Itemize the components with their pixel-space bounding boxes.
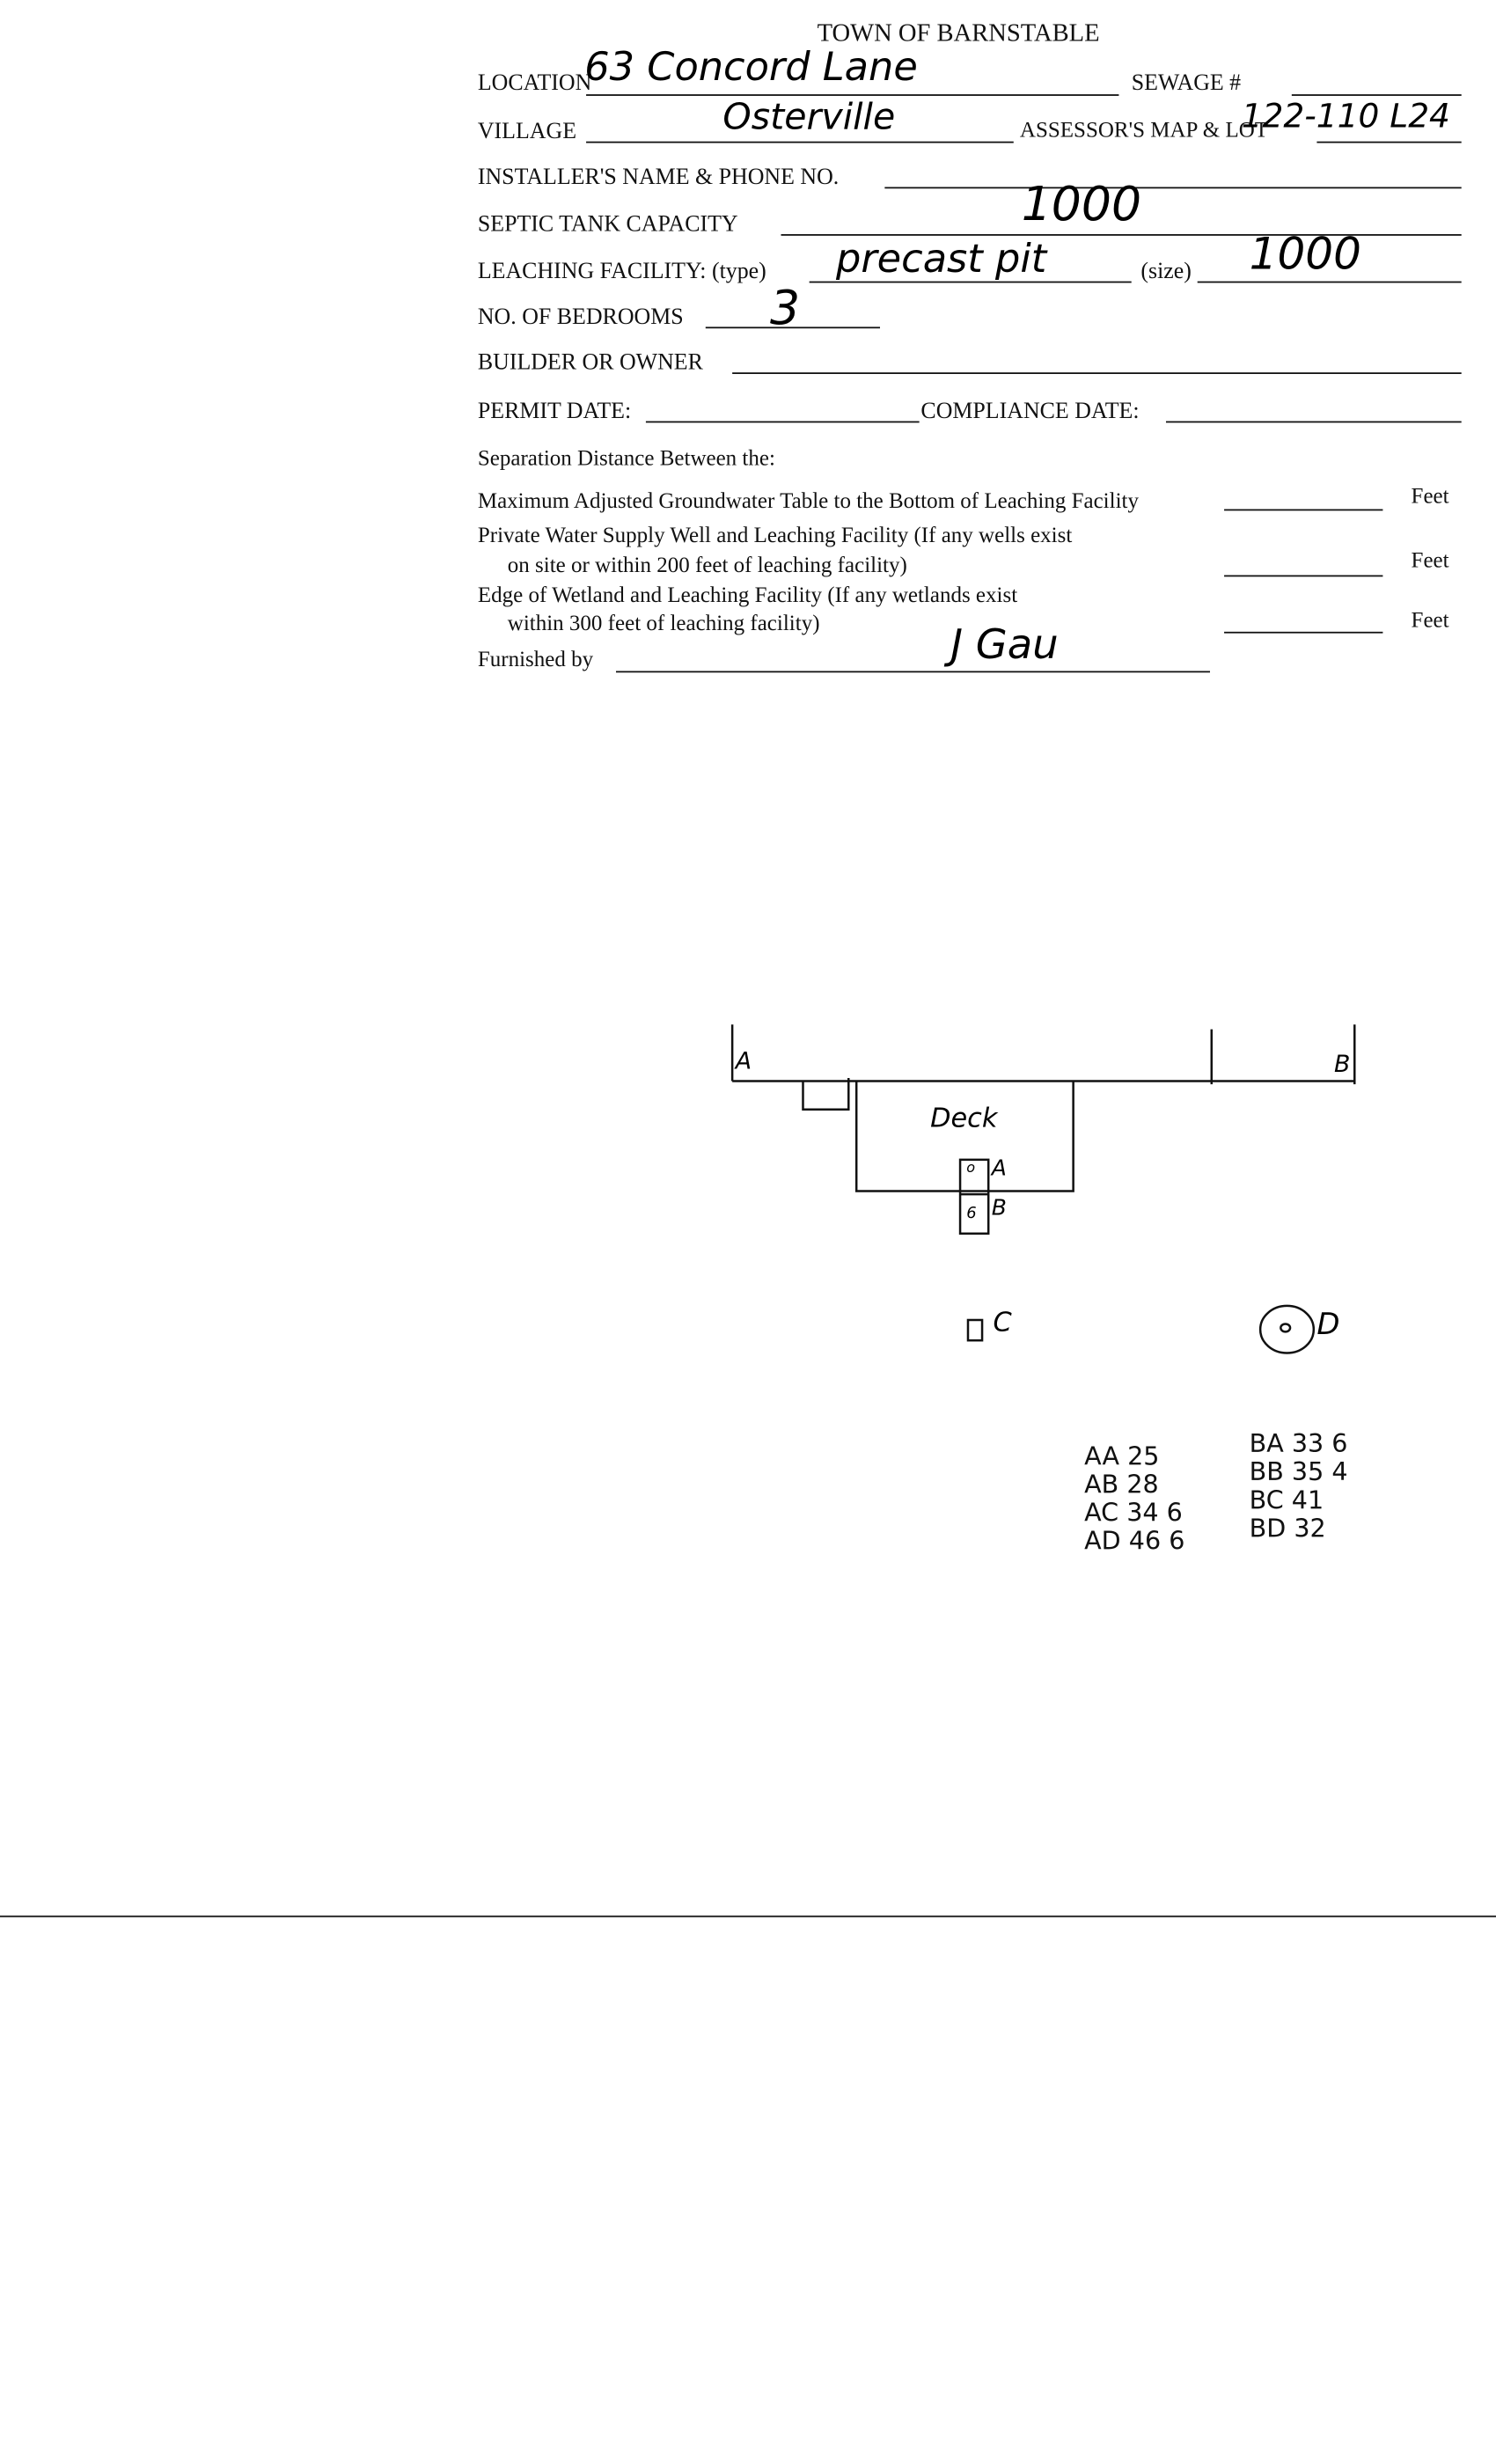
circle-d [1258, 1304, 1316, 1354]
leaching-type-line [809, 281, 1132, 283]
builder-line [732, 372, 1462, 374]
bedrooms-line [705, 326, 880, 329]
furnished-by-line [615, 671, 1210, 673]
permit-date-label: PERMIT DATE: [477, 399, 632, 425]
separation-well-1: Private Water Supply Well and Leaching F… [477, 524, 1073, 549]
measurement-bd: BD 32 [1249, 1513, 1326, 1544]
sketch-label-b: B [1334, 1049, 1351, 1078]
village-line [586, 141, 1014, 143]
form-title: TOWN OF BARNSTABLE [817, 20, 1100, 48]
installer-label: INSTALLER'S NAME & PHONE NO. [477, 165, 840, 191]
measurements-b: BA 33 6 BB 35 4 BC 41 BD 32 [1249, 1428, 1348, 1544]
page-bottom-rule [0, 1915, 1496, 1918]
deck-box [854, 1081, 1074, 1192]
tank-a-label: A [991, 1156, 1007, 1182]
measurement-ad: AD 46 6 [1084, 1525, 1185, 1556]
measurement-aa: AA 25 [1084, 1441, 1160, 1471]
leaching-size-label: (size) [1140, 259, 1192, 285]
deck-label: Deck [930, 1103, 998, 1135]
village-value: Osterville [722, 97, 896, 139]
feet-label-2: Feet [1411, 549, 1449, 574]
measurement-bb: BB 35 4 [1249, 1456, 1348, 1487]
separation-groundwater: Maximum Adjusted Groundwater Table to th… [477, 490, 1139, 514]
leaching-size-line [1197, 281, 1462, 283]
separation-well-2: on site or within 200 feet of leaching f… [507, 554, 907, 579]
village-label: VILLAGE [477, 119, 577, 145]
marker-c [966, 1318, 984, 1342]
septic-tank [958, 1158, 990, 1236]
measurement-bc: BC 41 [1249, 1485, 1324, 1515]
leaching-type-value: precast pit [835, 235, 1047, 282]
location-label: LOCATION [477, 70, 592, 96]
sketch-label-a: A [735, 1046, 752, 1075]
leaching-type-label: LEACHING FACILITY: (type) [477, 259, 766, 285]
permit-date-line [645, 421, 920, 423]
leaching-size-value: 1000 [1249, 227, 1361, 280]
bedrooms-label: NO. OF BEDROOMS [477, 304, 684, 330]
compliance-date-line [1165, 421, 1462, 423]
step-box [802, 1077, 850, 1111]
separation-wetland-1: Edge of Wetland and Leaching Facility (I… [477, 584, 1018, 609]
location-line [586, 94, 1119, 96]
tank-6-label: 6 [966, 1205, 977, 1223]
sewage-line [1291, 94, 1462, 96]
feet-label-3: Feet [1411, 609, 1449, 634]
tank-o-label: o [966, 1161, 976, 1177]
separation-wetland-2: within 300 feet of leaching facility) [507, 612, 820, 637]
septic-label: SEPTIC TANK CAPACITY [477, 212, 738, 238]
furnished-by-label: Furnished by [477, 649, 594, 673]
septic-line [781, 234, 1462, 236]
builder-label: BUILDER OR OWNER [477, 350, 703, 376]
measurement-ac: AC 34 6 [1084, 1497, 1183, 1528]
measurement-ab: AB 28 [1084, 1469, 1159, 1500]
furnished-by-signature: J Gau [950, 622, 1059, 670]
well-feet-line [1224, 575, 1383, 577]
sewage-label: SEWAGE # [1131, 70, 1242, 96]
installer-line [884, 187, 1462, 189]
measurement-ba: BA 33 6 [1249, 1428, 1348, 1459]
compliance-date-label: COMPLIANCE DATE: [920, 399, 1140, 425]
measurements-a: AA 25 AB 28 AC 34 6 AD 46 6 [1084, 1441, 1185, 1556]
bedrooms-value: 3 [769, 281, 801, 337]
sketch-label-d: D [1316, 1307, 1340, 1342]
sketch-label-c: C [993, 1307, 1012, 1339]
septic-value: 1000 [1021, 177, 1142, 233]
separation-heading: Separation Distance Between the: [477, 447, 775, 472]
map-lot-line [1316, 141, 1462, 143]
map-lot-label: ASSESSOR'S MAP & LOT [1019, 119, 1269, 143]
wetland-feet-line [1224, 631, 1383, 634]
map-lot-value: 122-110 L24 [1241, 97, 1450, 136]
groundwater-feet-line [1224, 509, 1383, 511]
location-value: 63 Concord Lane [584, 43, 918, 90]
feet-label-1: Feet [1411, 485, 1449, 510]
tank-b-label: B [991, 1195, 1007, 1221]
